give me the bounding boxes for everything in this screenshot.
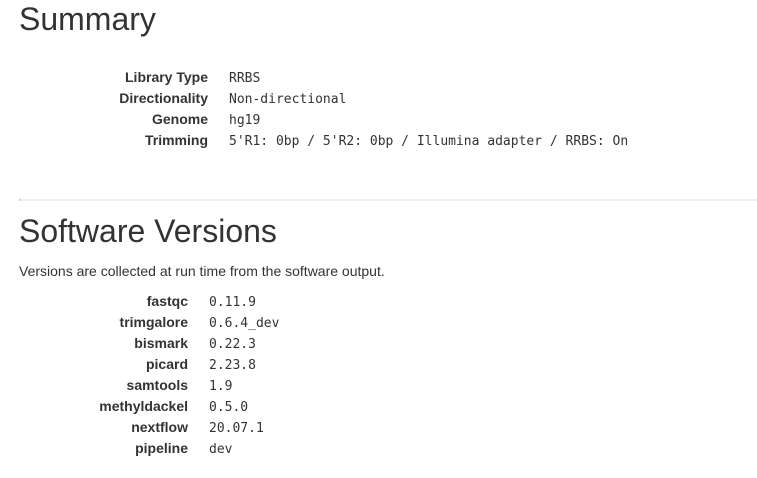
software-versions-description: Versions are collected at run time from …: [19, 263, 385, 279]
summary-value: 5'R1: 0bp / 5'R2: 0bp / Illumina adapter…: [229, 134, 629, 149]
version-row-fastqc: fastqc 0.11.9: [19, 291, 279, 312]
software-name: picard: [145, 356, 188, 372]
summary-row-directionality: Directionality Non-directional: [19, 88, 628, 109]
software-name: trimgalore: [119, 314, 188, 330]
software-name: bismark: [134, 335, 188, 351]
summary-key: Genome: [151, 111, 208, 127]
summary-key: Library Type: [125, 69, 208, 85]
version-row-bismark: bismark 0.22.3: [19, 333, 279, 354]
summary-heading: Summary: [19, 1, 156, 37]
software-name: nextflow: [131, 419, 188, 435]
summary-row-trimming: Trimming 5'R1: 0bp / 5'R2: 0bp / Illumin…: [19, 130, 628, 151]
version-row-samtools: samtools 1.9: [19, 375, 279, 396]
software-name: fastqc: [146, 293, 188, 309]
software-name: samtools: [126, 377, 188, 393]
summary-row-genome: Genome hg19: [19, 109, 628, 130]
summary-value: hg19: [229, 113, 261, 128]
software-name: methyldackel: [99, 398, 188, 414]
software-version: 0.11.9: [209, 295, 256, 310]
summary-list: Library Type RRBS Directionality Non-dir…: [19, 67, 628, 151]
software-version: dev: [209, 442, 233, 457]
summary-key: Directionality: [119, 90, 208, 106]
summary-value: RRBS: [229, 71, 261, 86]
software-versions-heading: Software Versions: [19, 213, 277, 249]
section-divider: [19, 199, 757, 201]
version-row-trimgalore: trimgalore 0.6.4_dev: [19, 312, 280, 333]
summary-row-library-type: Library Type RRBS: [19, 67, 628, 88]
software-version: 1.9: [209, 379, 233, 394]
version-row-pipeline: pipeline dev: [19, 438, 279, 459]
software-versions-list: fastqc 0.11.9 trimgalore 0.6.4_dev bisma…: [19, 291, 279, 459]
software-version: 0.22.3: [209, 337, 256, 352]
software-version: 0.5.0: [209, 400, 249, 415]
summary-value: Non-directional: [229, 92, 347, 107]
software-version: 2.23.8: [209, 358, 256, 373]
summary-key: Trimming: [144, 132, 208, 148]
software-name: pipeline: [135, 440, 188, 456]
version-row-picard: picard 2.23.8: [19, 354, 279, 375]
software-version: 0.6.4_dev: [209, 316, 280, 331]
version-row-nextflow: nextflow 20.07.1: [19, 417, 279, 438]
version-row-methyldackel: methyldackel 0.5.0: [19, 396, 279, 417]
software-version: 20.07.1: [209, 421, 264, 436]
